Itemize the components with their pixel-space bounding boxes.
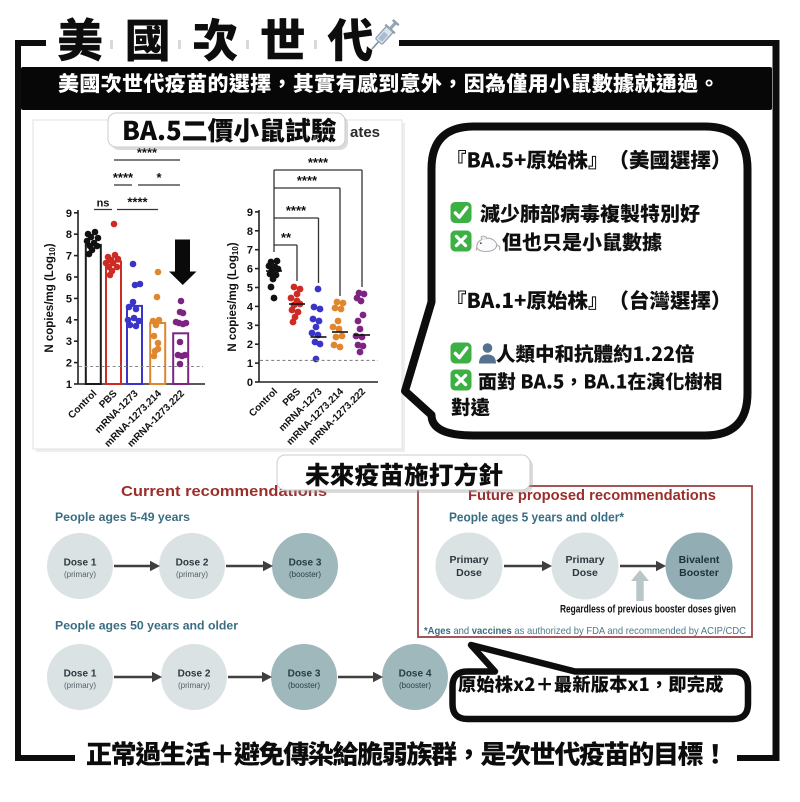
svg-text:****: **** xyxy=(127,195,148,210)
svg-text:N copies/mg (Log10): N copies/mg (Log10) xyxy=(227,242,240,351)
svg-text:**: ** xyxy=(281,230,292,245)
svg-text:(primary): (primary) xyxy=(64,681,96,690)
svg-text:5: 5 xyxy=(247,283,253,295)
svg-text:(primary): (primary) xyxy=(176,570,208,579)
svg-text:****: **** xyxy=(113,170,134,185)
svg-text:Dose: Dose xyxy=(456,567,482,579)
svg-text:****: **** xyxy=(297,173,318,188)
svg-text:7: 7 xyxy=(66,251,72,263)
svg-text:*Ages and vaccines as authoriz: *Ages and vaccines as authorized by FDA … xyxy=(424,626,747,637)
svg-text:Dose 2: Dose 2 xyxy=(178,669,211,680)
svg-text:Booster: Booster xyxy=(679,567,719,579)
svg-text:Dose 2: Dose 2 xyxy=(176,558,209,569)
svg-text:9: 9 xyxy=(247,207,253,219)
svg-text:(booster): (booster) xyxy=(399,681,431,690)
svg-text:9: 9 xyxy=(66,208,72,220)
svg-text:(primary): (primary) xyxy=(64,570,96,579)
svg-text:2: 2 xyxy=(247,339,253,351)
svg-text:5: 5 xyxy=(66,293,72,305)
svg-text:Dose 3: Dose 3 xyxy=(289,558,322,569)
svg-text:Regardless of previous booster: Regardless of previous booster doses giv… xyxy=(560,604,736,616)
svg-text:2: 2 xyxy=(66,358,72,370)
svg-text:3: 3 xyxy=(247,320,253,332)
svg-text:Dose 3: Dose 3 xyxy=(288,669,321,680)
svg-text:Dose 4: Dose 4 xyxy=(399,669,432,680)
svg-text:Future proposed recommendation: Future proposed recommendations xyxy=(468,487,716,504)
svg-text:6: 6 xyxy=(66,272,72,284)
svg-text:(booster): (booster) xyxy=(289,570,321,579)
svg-text:4: 4 xyxy=(66,315,73,327)
svg-text:4: 4 xyxy=(247,301,254,313)
svg-text:(booster): (booster) xyxy=(288,681,320,690)
svg-text:Primary: Primary xyxy=(565,554,604,566)
svg-text:ns: ns xyxy=(97,198,110,210)
svg-text:6: 6 xyxy=(247,264,253,276)
svg-text:0: 0 xyxy=(247,377,253,389)
svg-text:People ages 5 years and older*: People ages 5 years and older* xyxy=(449,510,625,525)
svg-text:Dose 1: Dose 1 xyxy=(64,669,97,680)
svg-text:*: * xyxy=(156,170,162,185)
svg-text:1: 1 xyxy=(66,379,72,391)
svg-text:N copies/mg (Log10): N copies/mg (Log10) xyxy=(44,243,57,352)
svg-text:8: 8 xyxy=(247,226,253,238)
svg-text:Primary: Primary xyxy=(449,554,488,566)
svg-text:Bivalent: Bivalent xyxy=(679,554,720,566)
svg-text:ates: ates xyxy=(350,124,380,141)
svg-text:Dose 1: Dose 1 xyxy=(64,558,97,569)
svg-text:****: **** xyxy=(308,155,329,170)
svg-text:1: 1 xyxy=(247,358,253,370)
svg-text:****: **** xyxy=(286,203,307,218)
svg-text:(primary): (primary) xyxy=(178,681,210,690)
svg-text:7: 7 xyxy=(247,245,253,257)
svg-text:****: **** xyxy=(137,145,158,160)
svg-text:Current recommendations: Current recommendations xyxy=(121,483,327,500)
svg-text:People ages 5-49 years: People ages 5-49 years xyxy=(55,510,190,524)
svg-text:People ages 50 years and older: People ages 50 years and older xyxy=(55,619,238,633)
svg-text:Dose: Dose xyxy=(572,567,598,579)
svg-text:8: 8 xyxy=(66,229,72,241)
svg-text:3: 3 xyxy=(66,336,72,348)
